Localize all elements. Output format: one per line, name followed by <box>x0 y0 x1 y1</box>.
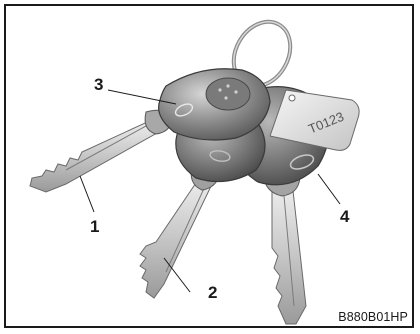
key-1 <box>30 110 172 192</box>
callout-4: 4 <box>340 208 349 225</box>
figure-code-label: B880B01HP <box>338 310 408 324</box>
callout-2: 2 <box>208 284 217 301</box>
callout-1: 1 <box>90 218 99 235</box>
key-set-figure: T0123 3 1 2 4 B880B01HP <box>4 4 414 328</box>
callout-3: 3 <box>94 76 103 93</box>
key-set-illustration: T0123 <box>6 6 412 326</box>
leader-line-4 <box>318 174 340 204</box>
key-4-blade <box>264 171 306 324</box>
key-2 <box>140 164 220 298</box>
leader-line-1 <box>80 176 94 212</box>
